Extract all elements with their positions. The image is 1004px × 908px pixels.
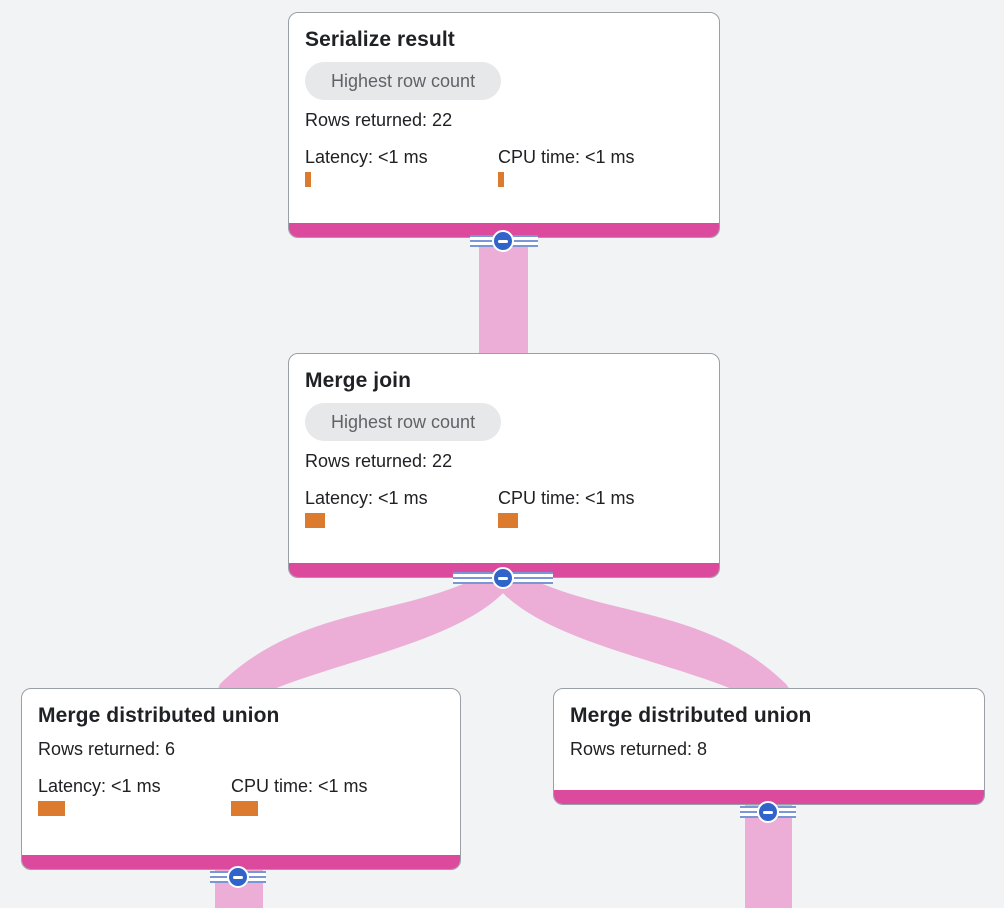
rows-flow-accent-bar: [22, 855, 460, 869]
plan-node-merge-distributed-union-left[interactable]: Merge distributed union Rows returned: 6…: [21, 688, 461, 870]
ribbon-mergejoin-to-right-union: [500, 574, 793, 694]
node-title: Merge distributed union: [570, 704, 812, 727]
cpu-time-label: CPU time: <1 ms: [498, 488, 635, 508]
cpu-time-bar: [231, 801, 258, 816]
latency-metric: Latency: <1 ms: [305, 487, 498, 528]
cpu-time-label: CPU time: <1 ms: [231, 776, 368, 796]
node-title: Serialize result: [305, 28, 455, 51]
plan-node-merge-join[interactable]: Merge join Highest row count Rows return…: [288, 353, 720, 578]
node-title: Merge join: [305, 369, 412, 392]
minus-icon: [498, 576, 508, 580]
collapse-button-serialize-result[interactable]: [492, 230, 514, 252]
ribbon-mergejoin-to-left-union: [216, 574, 506, 694]
cpu-time-metric: CPU time: <1 ms: [231, 775, 444, 816]
plan-node-serialize-result[interactable]: Serialize result Highest row count Rows …: [288, 12, 720, 238]
latency-metric: Latency: <1 ms: [38, 775, 231, 816]
minus-icon: [498, 239, 508, 243]
minus-icon: [233, 875, 243, 879]
latency-label: Latency: <1 ms: [38, 776, 161, 796]
metrics-row: Latency: <1 ms CPU time: <1 ms: [38, 775, 444, 816]
collapse-button-merge-join[interactable]: [492, 567, 514, 589]
rows-returned-text: Rows returned: 8: [570, 739, 708, 759]
latency-label: Latency: <1 ms: [305, 147, 428, 167]
rows-returned-text: Rows returned: 22: [305, 110, 453, 130]
collapse-button-union-left[interactable]: [227, 866, 249, 888]
latency-metric: Latency: <1 ms: [305, 146, 498, 187]
cpu-time-metric: CPU time: <1 ms: [498, 487, 703, 528]
cpu-time-bar: [498, 172, 504, 187]
cpu-time-label: CPU time: <1 ms: [498, 147, 635, 167]
highest-row-count-badge: Highest row count: [305, 62, 502, 100]
latency-bar: [305, 172, 311, 187]
cpu-time-bar: [498, 513, 518, 528]
rows-flow-accent-bar: [554, 790, 984, 804]
plan-node-merge-distributed-union-right[interactable]: Merge distributed union Rows returned: 8: [553, 688, 985, 805]
rows-returned-text: Rows returned: 6: [38, 739, 176, 759]
minus-icon: [763, 810, 773, 814]
latency-label: Latency: <1 ms: [305, 488, 428, 508]
latency-bar: [305, 513, 325, 528]
cpu-time-metric: CPU time: <1 ms: [498, 146, 703, 187]
collapse-button-union-right[interactable]: [757, 801, 779, 823]
latency-bar: [38, 801, 65, 816]
metrics-row: Latency: <1 ms CPU time: <1 ms: [305, 146, 703, 187]
node-title: Merge distributed union: [38, 704, 280, 727]
metrics-row: Latency: <1 ms CPU time: <1 ms: [305, 487, 703, 528]
highest-row-count-badge: Highest row count: [305, 403, 502, 441]
rows-returned-text: Rows returned: 22: [305, 451, 453, 471]
